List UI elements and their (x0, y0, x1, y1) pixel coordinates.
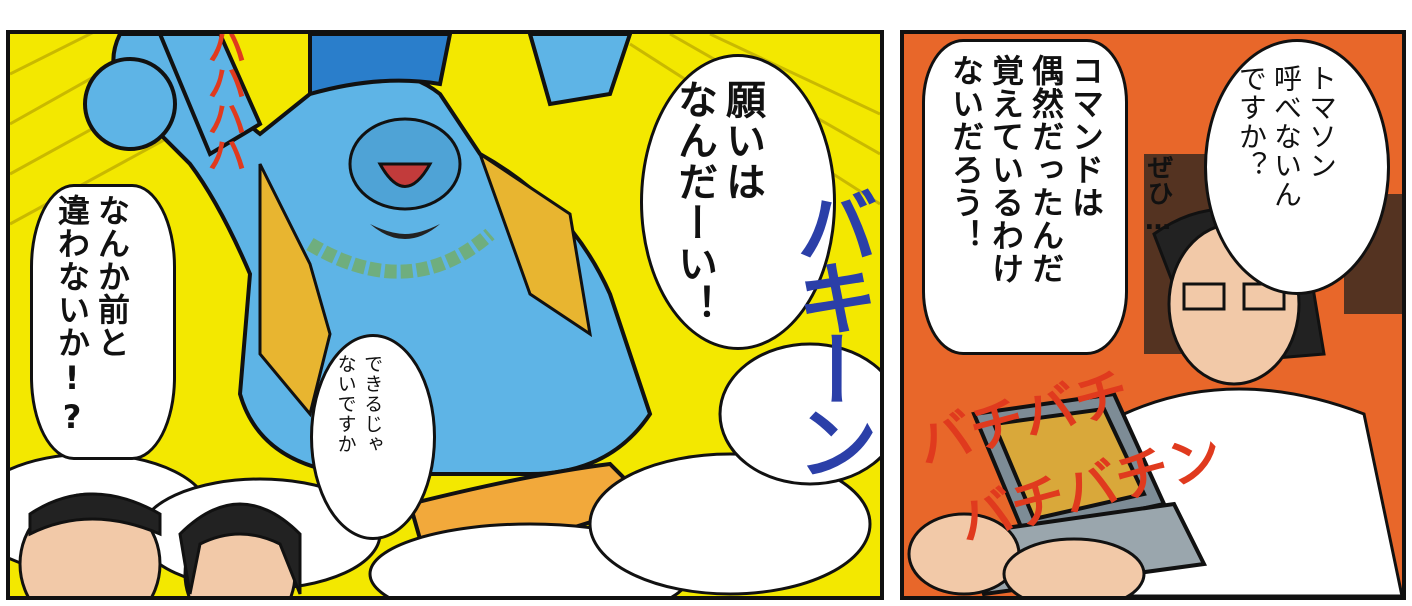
woman-speech-bubble-right (1204, 39, 1390, 295)
genie-panel-art (10, 34, 880, 596)
man-speech-bubble (30, 184, 176, 460)
woman-speech-bubble (310, 334, 436, 540)
man-speech-bubble-right (922, 39, 1128, 355)
bakin-sfx: バキーン (782, 184, 877, 472)
woman-speech-text-right: トマソン 呼べないん ですか？ (1235, 64, 1338, 209)
laugh-sfx: ハハハハ (200, 30, 246, 170)
zehi-sfx: ぜひ… (1143, 154, 1173, 236)
man-speech-text: なんか前と 違わないか!? (53, 194, 131, 437)
man-speech-text-right: コマンドは 偶然だったんだ 覚えているわけ ないだろう！ (947, 54, 1105, 285)
panel-laptop: コマンドは 偶然だったんだ 覚えているわけ ないだろう！ トマソン 呼べないん … (900, 30, 1406, 600)
genie-speech-text: 願いは なんだーい！ (671, 79, 765, 325)
genie-speech-bubble (640, 54, 836, 350)
panel-genie: 願いは なんだーい！ なんか前と 違わないか!? できるじゃ ないですか ハハハ… (6, 30, 884, 600)
woman-speech-text: できるじゃ ないですか (334, 354, 384, 454)
